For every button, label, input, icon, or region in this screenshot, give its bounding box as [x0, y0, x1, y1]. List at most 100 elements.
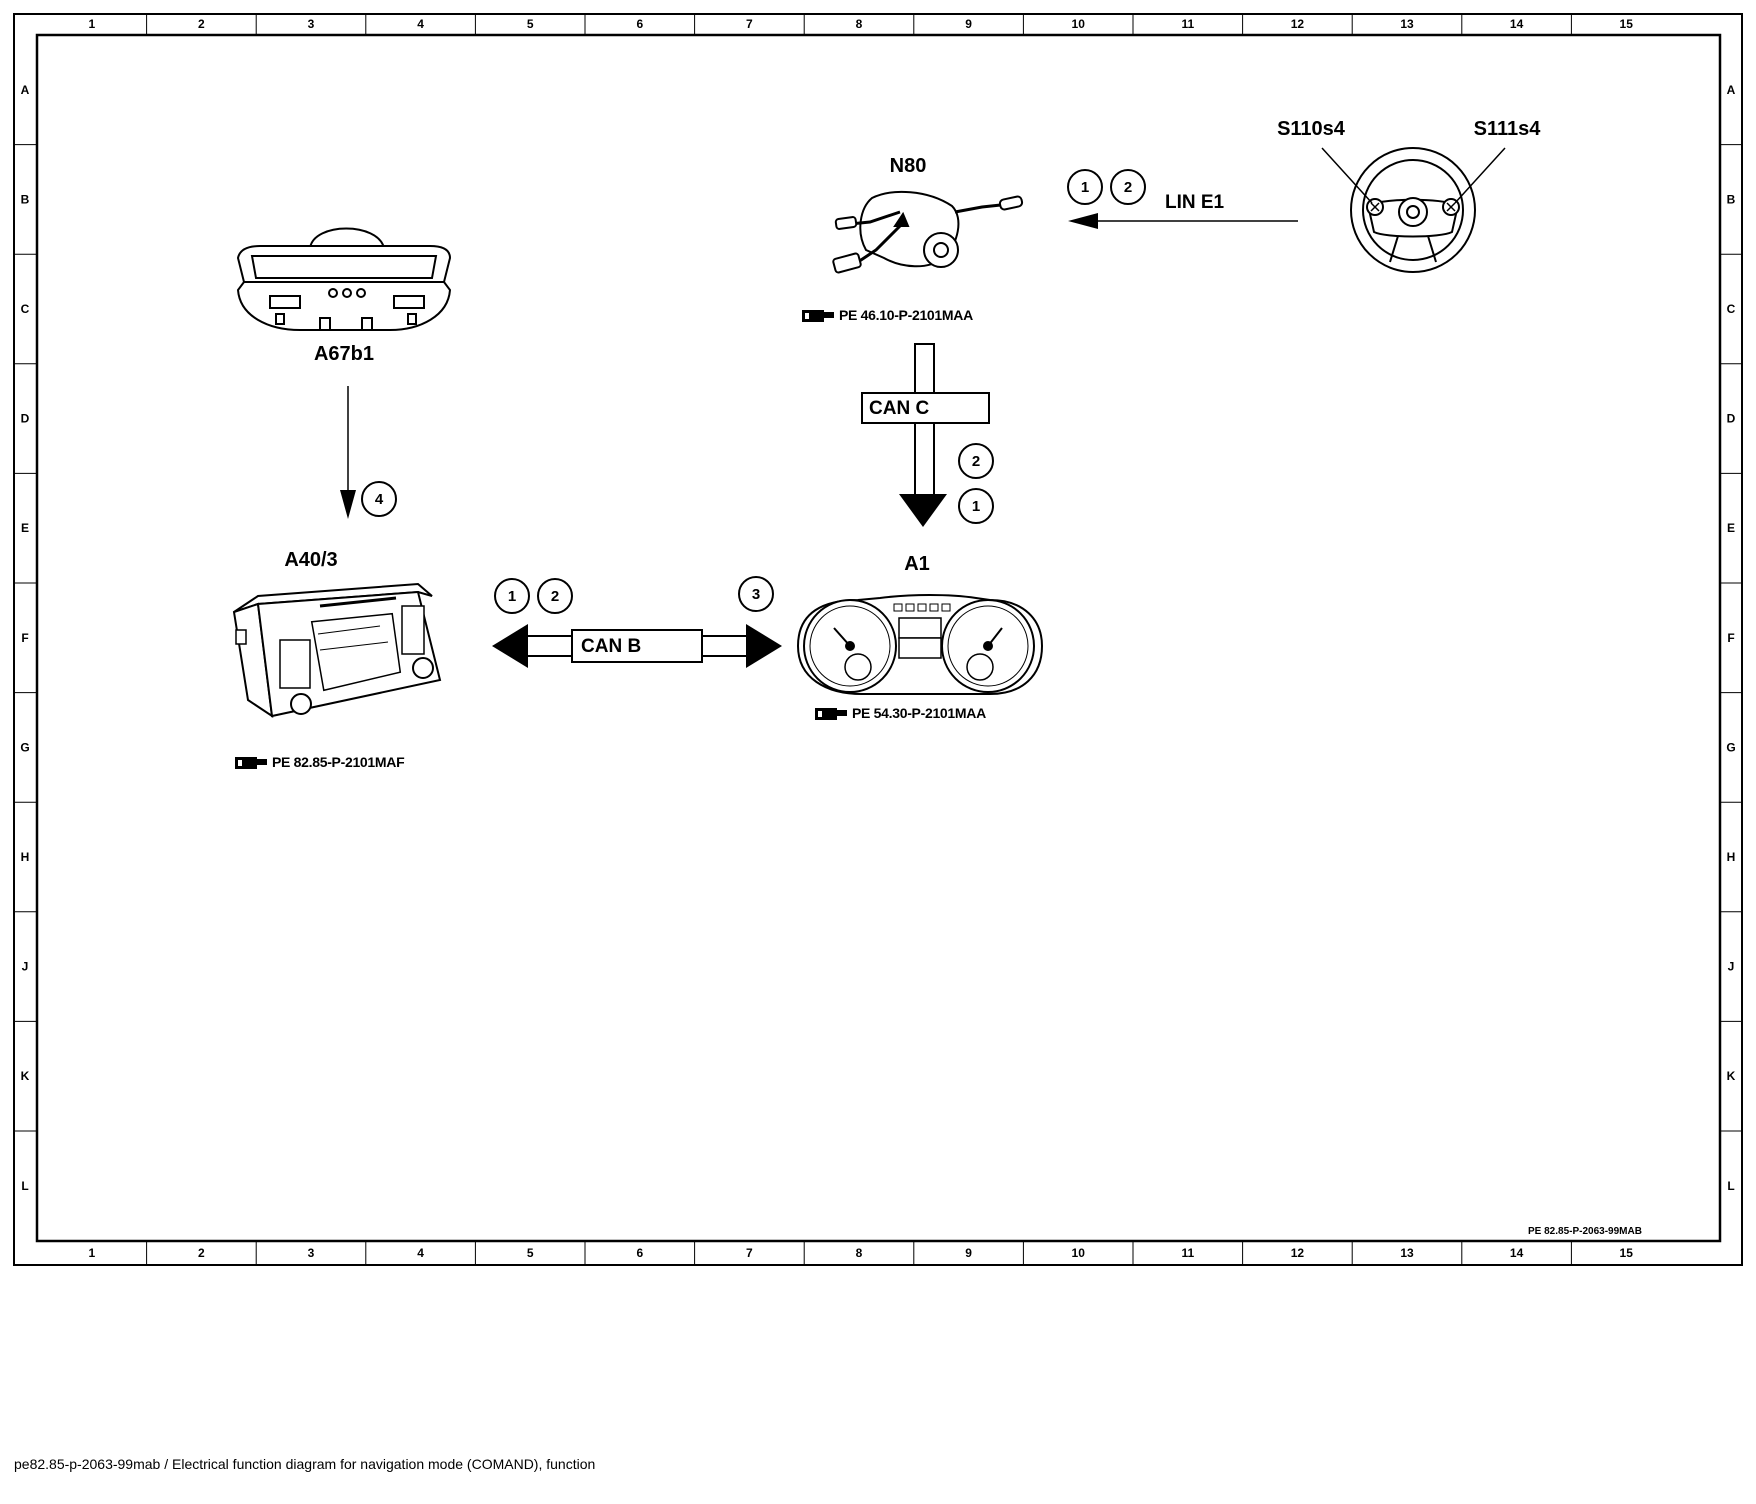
lin-e1-label: LIN E1: [1165, 192, 1225, 213]
grid-col-label-bottom: 7: [746, 1246, 753, 1260]
lin-marker-1: 1: [1067, 169, 1103, 205]
mirror-icon: [236, 227, 452, 331]
n80-ref-text: PE 46.10-P-2101MAA: [839, 307, 973, 323]
svg-text:2: 2: [972, 453, 980, 470]
grid-col-label-top: 14: [1510, 17, 1524, 31]
a40-3-ref-text: PE 82.85-P-2101MAF: [272, 754, 405, 770]
a40-3-label: A40/3: [284, 549, 337, 571]
grid-col-label-bottom: 5: [527, 1246, 534, 1260]
can-c-bus: CAN C 2 1: [861, 343, 994, 527]
grid-row-label-right: K: [1727, 1069, 1736, 1083]
mirror-link-arrowhead: [340, 490, 356, 519]
can-b-arrowhead-left: [492, 624, 528, 668]
grid-row-label-left: D: [21, 412, 30, 426]
s111s4-leader-line: [1454, 147, 1506, 204]
lin-e1-arrowhead: [1068, 213, 1098, 229]
grid-col-label-bottom: 13: [1400, 1246, 1414, 1260]
grid-row-label-right: B: [1727, 192, 1736, 206]
grid-col-label-top: 11: [1181, 17, 1194, 31]
grid-col-label-top: 9: [965, 17, 972, 31]
grid-col-label-bottom: 15: [1620, 1246, 1634, 1260]
grid-col-label-bottom: 12: [1291, 1246, 1305, 1260]
svg-text:3: 3: [752, 586, 760, 603]
grid-col-label-bottom: 8: [856, 1246, 863, 1260]
a1-instrument-cluster: A1 PE 54.30-: [796, 553, 1044, 721]
grid-row-label-right: C: [1727, 302, 1736, 316]
grid-row-label-left: J: [22, 960, 29, 974]
inner-frame: [35, 33, 1722, 1243]
grid-row-label-left: E: [21, 521, 29, 535]
svg-text:4: 4: [375, 491, 384, 508]
can-b-marker-3: 3: [738, 576, 774, 612]
outer-frame: [13, 13, 1743, 1266]
grid-col-label-top: 4: [417, 17, 424, 31]
can-b-label: CAN B: [581, 636, 641, 657]
steering-wheel-buttons: S110s4 S111s4: [1277, 118, 1542, 273]
reference-pointer-icon: [815, 708, 847, 720]
can-c-label: CAN C: [869, 398, 929, 419]
cluster-icon: [796, 594, 1044, 695]
can-c-label-box: [861, 392, 990, 424]
mirror-link: 4: [340, 386, 397, 519]
grid-col-label-top: 3: [308, 17, 315, 31]
grid-row-label-left: F: [21, 631, 28, 645]
a1-ref-text: PE 54.30-P-2101MAA: [852, 705, 986, 721]
s110s4-leader-line: [1321, 147, 1373, 204]
grid-row-label-right: D: [1727, 412, 1736, 426]
reference-pointer-icon: [802, 310, 834, 322]
can-c-marker-1: 1: [958, 488, 994, 524]
can-b-shaft-right: [701, 635, 749, 657]
grid-col-label-bottom: 6: [636, 1246, 643, 1260]
grid-col-label-top: 13: [1400, 17, 1414, 31]
can-b-bus: CAN B 1 2 3: [492, 576, 782, 668]
grid-col-label-bottom: 14: [1510, 1246, 1524, 1260]
a1-label: A1: [904, 553, 930, 575]
svg-text:1: 1: [508, 588, 516, 605]
can-b-marker-2: 2: [537, 578, 573, 614]
diagram-footer-ref: PE 82.85-P-2063-99MAB: [1528, 1226, 1642, 1237]
lin-marker-2: 2: [1110, 169, 1146, 205]
s110s4-label: S110s4: [1277, 118, 1346, 140]
grid-row-label-right: A: [1727, 83, 1736, 97]
grid-col-label-top: 7: [746, 17, 753, 31]
lin-e1-bus: LIN E1 1 2: [1067, 169, 1298, 229]
diagram-caption: pe82.85-p-2063-99mab / Electrical functi…: [14, 1456, 596, 1472]
grid-col-label-bottom: 2: [198, 1246, 205, 1260]
grid-col-label-bottom: 9: [965, 1246, 972, 1260]
grid-row-label-left: G: [20, 740, 29, 754]
grid-col-label-top: 10: [1072, 17, 1086, 31]
grid-row-label-right: G: [1726, 740, 1735, 754]
grid-row-label-right: H: [1727, 850, 1736, 864]
can-b-label-box: [571, 629, 703, 663]
svg-text:1: 1: [972, 498, 980, 515]
can-c-arrowhead: [899, 494, 947, 527]
grid-col-label-bottom: 3: [308, 1246, 315, 1260]
n80-reference: PE 46.10-P-2101MAA: [802, 307, 973, 323]
steering-wheel-icon: [1350, 147, 1476, 273]
grid-col-label-bottom: 4: [417, 1246, 424, 1260]
a67b1-mirror: A67b1: [236, 227, 452, 365]
grid-row-label-right: J: [1728, 960, 1735, 974]
grid-row-label-left: B: [21, 192, 30, 206]
s111s4-label: S111s4: [1474, 118, 1542, 140]
can-b-marker-1: 1: [494, 578, 530, 614]
comand-icon: [232, 582, 442, 719]
grid-row-label-right: L: [1727, 1179, 1734, 1193]
n80-module-drawing: [832, 190, 1024, 274]
grid-col-label-bottom: 1: [88, 1246, 95, 1260]
grid-col-label-top: 1: [88, 17, 95, 31]
grid-lines: [14, 14, 1742, 1265]
reference-pointer-icon: [235, 757, 267, 769]
a1-reference: PE 54.30-P-2101MAA: [815, 705, 986, 721]
grid-row-label-left: A: [21, 83, 30, 97]
grid-col-label-top: 2: [198, 17, 205, 31]
grid-col-label-bottom: 11: [1181, 1246, 1194, 1260]
grid-row-label-left: H: [21, 850, 30, 864]
svg-text:2: 2: [551, 588, 559, 605]
n80-steering-column-module: N80 PE 46.10-P-2101MAA: [802, 155, 1024, 323]
grid-row-label-right: E: [1727, 521, 1735, 535]
grid-col-label-top: 6: [636, 17, 643, 31]
grid-col-label-top: 12: [1291, 17, 1305, 31]
grid-labels: 1122334455667788991010111112121313141415…: [20, 17, 1735, 1260]
